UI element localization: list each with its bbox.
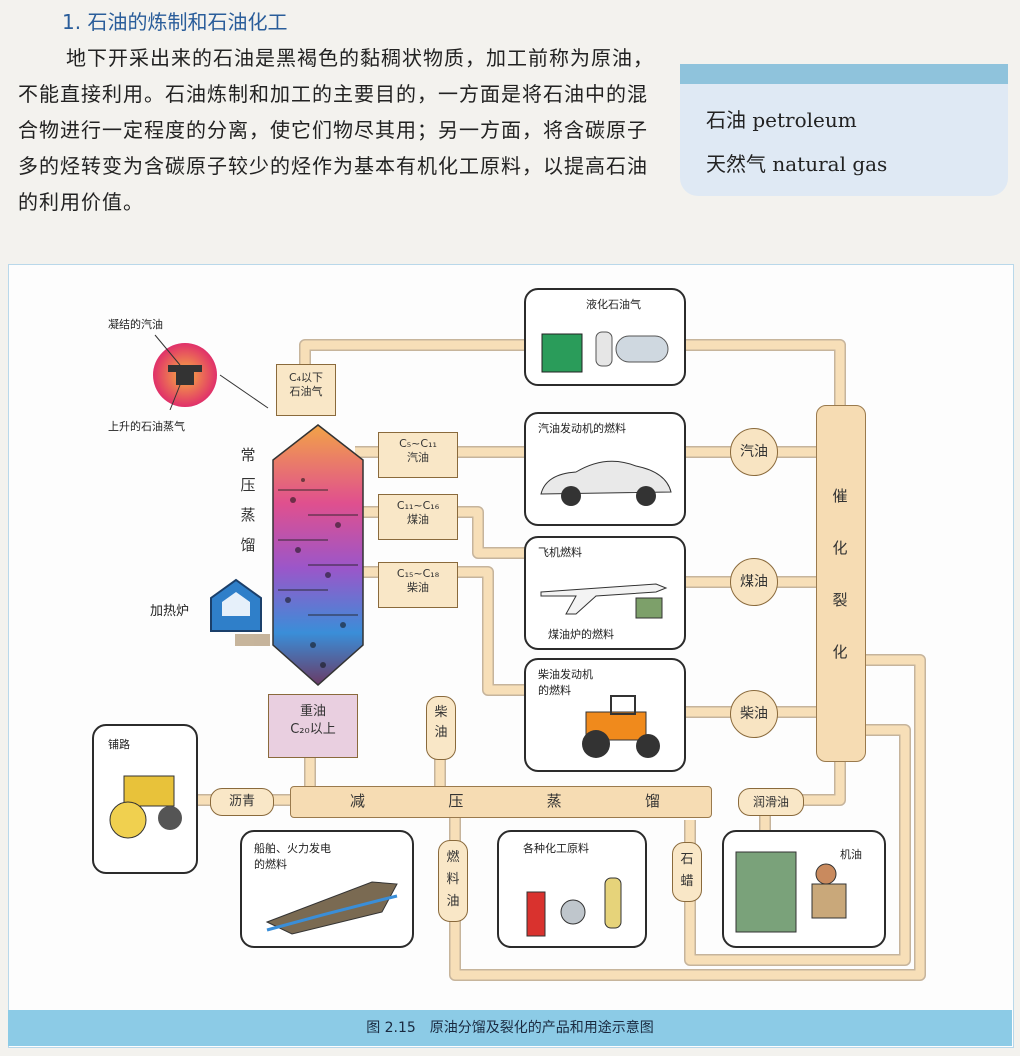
caption-bar bbox=[8, 1010, 1012, 1046]
product-gasoline: 汽油 bbox=[730, 428, 778, 476]
figure-caption: 图 2.15 原油分馏及裂化的产品和用途示意图 bbox=[366, 1020, 654, 1036]
mechanic-icon bbox=[735, 851, 847, 933]
product-diesel: 柴油 bbox=[730, 690, 778, 738]
label-road-paving: 铺路 bbox=[108, 738, 130, 751]
label-condensed-gasoline: 凝结的汽油 bbox=[108, 318, 163, 331]
use-lpg-box: 液化石油气 bbox=[524, 288, 686, 386]
label-diesel-fuel: 的燃料 bbox=[538, 684, 571, 697]
label-jet-fuel: 飞机燃料 bbox=[538, 546, 582, 559]
ship-icon bbox=[265, 881, 398, 935]
label-ship-power: 船舶、火力发电 bbox=[254, 842, 331, 855]
lpg-tank-icon bbox=[541, 331, 669, 373]
top-fraction-box: C₄以下石油气 bbox=[276, 364, 336, 416]
use-diesel-box: 柴油发动机 的燃料 bbox=[524, 658, 686, 772]
vocab-header-bar bbox=[680, 64, 1008, 84]
label-engine-oil: 机油 bbox=[840, 848, 862, 861]
vocab-box: 石油 petroleum 天然气 natural gas bbox=[680, 64, 1008, 196]
vocab-petroleum: 石油 petroleum bbox=[706, 108, 857, 132]
inset-pointer-lines bbox=[154, 334, 269, 410]
use-car-box: 汽油发动机的燃料 bbox=[524, 412, 686, 526]
product-asphalt: 沥青 bbox=[210, 788, 274, 816]
airplane-icon bbox=[540, 583, 668, 619]
label-diesel-engine: 柴油发动机 bbox=[538, 668, 593, 681]
section-title: 1. 石油的炼制和石油化工 bbox=[62, 10, 288, 34]
use-engine-oil-box: 机油 bbox=[722, 830, 886, 948]
cracking-label: 催化裂化 bbox=[832, 487, 848, 661]
use-jet-box: 飞机燃料 煤油炉的燃料 bbox=[524, 536, 686, 650]
catalytic-cracking-column bbox=[816, 405, 866, 762]
vacuum-label: 减压蒸馏 bbox=[350, 792, 660, 810]
label-ship-fuel: 的燃料 bbox=[254, 858, 287, 871]
label-lpg: 液化石油气 bbox=[586, 298, 641, 311]
bubble-cap-inset bbox=[153, 343, 217, 407]
distillation-column bbox=[272, 424, 364, 687]
vacuum-distillation-bar bbox=[290, 786, 712, 818]
intro-paragraph: 地下开采出来的石油是黑褐色的黏稠状物质，加工前称为原油，不能直接利用。石油炼制和… bbox=[18, 46, 654, 214]
chemicals-icon bbox=[526, 877, 622, 937]
label-furnace: 加热炉 bbox=[150, 604, 190, 619]
fuel-oil-vertical-label: 燃料油 bbox=[438, 840, 468, 922]
use-chemicals-box: 各种化工原料 bbox=[497, 830, 647, 948]
wax-vertical-label: 石蜡 bbox=[672, 842, 702, 902]
car-icon bbox=[540, 460, 672, 506]
heating-furnace-icon bbox=[210, 578, 262, 632]
diesel-vertical-label: 柴油 bbox=[426, 696, 456, 760]
product-lube-oil: 润滑油 bbox=[738, 788, 804, 816]
use-road-box: 铺路 bbox=[92, 724, 198, 874]
label-chemicals: 各种化工原料 bbox=[523, 842, 589, 855]
road-roller-icon bbox=[109, 775, 182, 839]
label-stove-fuel: 煤油炉的燃料 bbox=[548, 628, 614, 641]
tractor-icon bbox=[582, 695, 660, 758]
column-label: 常压 蒸馏 bbox=[240, 446, 256, 554]
label-rising-vapor: 上升的石油蒸气 bbox=[108, 420, 185, 433]
label-car-fuel: 汽油发动机的燃料 bbox=[538, 422, 626, 435]
product-kerosene: 煤油 bbox=[730, 558, 778, 606]
use-ship-box: 船舶、火力发电 的燃料 bbox=[240, 830, 414, 948]
vocab-natural-gas: 天然气 natural gas bbox=[706, 152, 888, 176]
